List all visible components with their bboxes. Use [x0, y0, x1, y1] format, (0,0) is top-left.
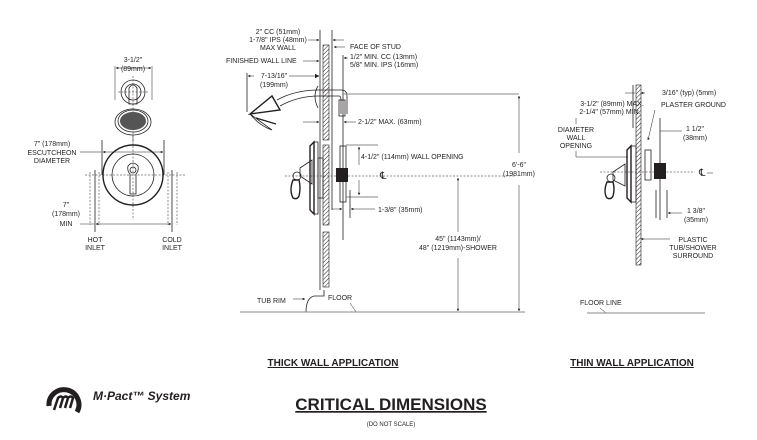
thin-wall-view: 3/16" (typ) (5mm) PLASTER GROUND 3-1/2" … [558, 84, 726, 369]
diameter-label-5: OPENING [560, 143, 592, 150]
centerline-symbol: ℄ [379, 171, 387, 182]
shower-arm-front-icon [118, 76, 148, 220]
max-depth-label: 2-1/2" MAX. (63mm) [358, 119, 422, 126]
floor-line-label: FLOOR LINE [580, 300, 622, 307]
face-of-stud-label: FACE OF STUD [350, 44, 401, 51]
total-height-label-2: (1981mm) [503, 171, 535, 178]
escutcheon-label-2: ESCUTCHEON [27, 150, 76, 157]
cold-inlet-label-2: INLET [162, 245, 183, 252]
surround-label-2: TUB/SHOWER [669, 245, 716, 252]
min-ips-label: 5/8" MIN. IPS (16mm) [350, 62, 418, 69]
valve-depth-label-1: 1 3/8" [687, 208, 706, 215]
shower-height-label-2: 48" (1219mm)-SHOWER [419, 245, 497, 252]
depth-label-2: (38mm) [683, 135, 707, 142]
floor-leader [599, 307, 607, 314]
arm-length-label-2: (199mm) [260, 82, 288, 89]
min-cc-label: 1/2" MIN. CC (13mm) [350, 54, 417, 61]
shower-arm-side-icon [247, 85, 348, 131]
shower-head-front-icon [114, 108, 152, 136]
hot-inlet-label-1: HOT [88, 237, 104, 244]
floor-leader [349, 302, 357, 313]
tub-rim-label: TUB RIM [257, 298, 286, 305]
escutcheon-label-1: 7" (178mm) [34, 141, 70, 148]
total-height-label-1: 6'-6" [512, 162, 526, 169]
cold-inlet-pipe-icon [167, 170, 178, 232]
wall-opening-label: 4-1/2" (114mm) WALL OPENING [361, 154, 464, 161]
surround-label-3: SURROUND [673, 253, 713, 260]
valve-depth-label-2: (35mm) [684, 217, 708, 224]
escutcheon-label-3: DIAMETER [34, 158, 70, 165]
cold-inlet-label-1: COLD [162, 237, 181, 244]
valve-body-thick-icon [285, 140, 515, 216]
head-width-label: 3-1/2" [124, 57, 143, 64]
valve-body-thin-icon [600, 144, 695, 204]
floor-label: FLOOR [328, 295, 352, 302]
thin-wall-caption: THIN WALL APPLICATION [570, 358, 694, 369]
min-label-3: MIN [60, 221, 73, 228]
cc-label-1: 2" CC (51mm) [256, 29, 301, 36]
escutcheon-icon [85, 144, 185, 206]
surround-label-1: PLASTIC [678, 237, 707, 244]
hot-inlet-pipe-icon [89, 170, 100, 232]
leader-arrow [647, 109, 656, 141]
diameter-label-4: WALL [567, 135, 586, 142]
head-width-mm-label: (89mm) [121, 66, 145, 73]
centerline-symbol: ℄ [698, 168, 706, 179]
min-label-1: 7" [63, 202, 70, 209]
typ-label: 3/16" (typ) (5mm) [662, 90, 716, 97]
diameter-label-2: 2-1/4" (57mm) MIN. [579, 109, 640, 116]
tub-rim-icon [305, 290, 325, 313]
m-pact-logo-icon [46, 387, 82, 414]
cc-label-2: 1-7/8" IPS (48mm) [249, 37, 307, 44]
valve-depth-label: 1-3/8" (35mm) [378, 207, 423, 214]
cc-label-3: MAX WALL [260, 45, 296, 52]
shower-height-label-1: 45" (1143mm)/ [435, 236, 481, 243]
wall-section-upper [322, 44, 330, 141]
plaster-ground-label: PLASTER GROUND [661, 102, 726, 109]
diameter-label-3: DIAMETER [558, 127, 594, 134]
finished-wall-line-label: FINISHED WALL LINE [226, 58, 297, 65]
front-view: 3-1/2" (89mm) 7" (178mm) [27, 57, 185, 252]
thick-wall-view: 2" CC (51mm) 1-7/8" IPS (48mm) MAX WALL … [226, 29, 535, 369]
depth-label-1: 1 1/2" [686, 126, 705, 133]
page-subtitle: (DO NOT SCALE) [367, 422, 416, 428]
diameter-label-1: 3-1/2" (89mm) MAX. [580, 101, 644, 108]
wall-section-middle [322, 144, 330, 226]
thick-wall-caption: THICK WALL APPLICATION [268, 358, 399, 369]
wall-section-lower [322, 231, 330, 288]
brand-logo: M·Pact™ System [46, 387, 191, 414]
hot-inlet-label-2: INLET [85, 245, 106, 252]
page-title: CRITICAL DIMENSIONS [295, 395, 486, 414]
arm-length-label-1: 7-13/16" [261, 73, 288, 80]
brand-name: M·Pact™ System [93, 389, 191, 403]
min-label-2: (178mm) [52, 211, 80, 218]
